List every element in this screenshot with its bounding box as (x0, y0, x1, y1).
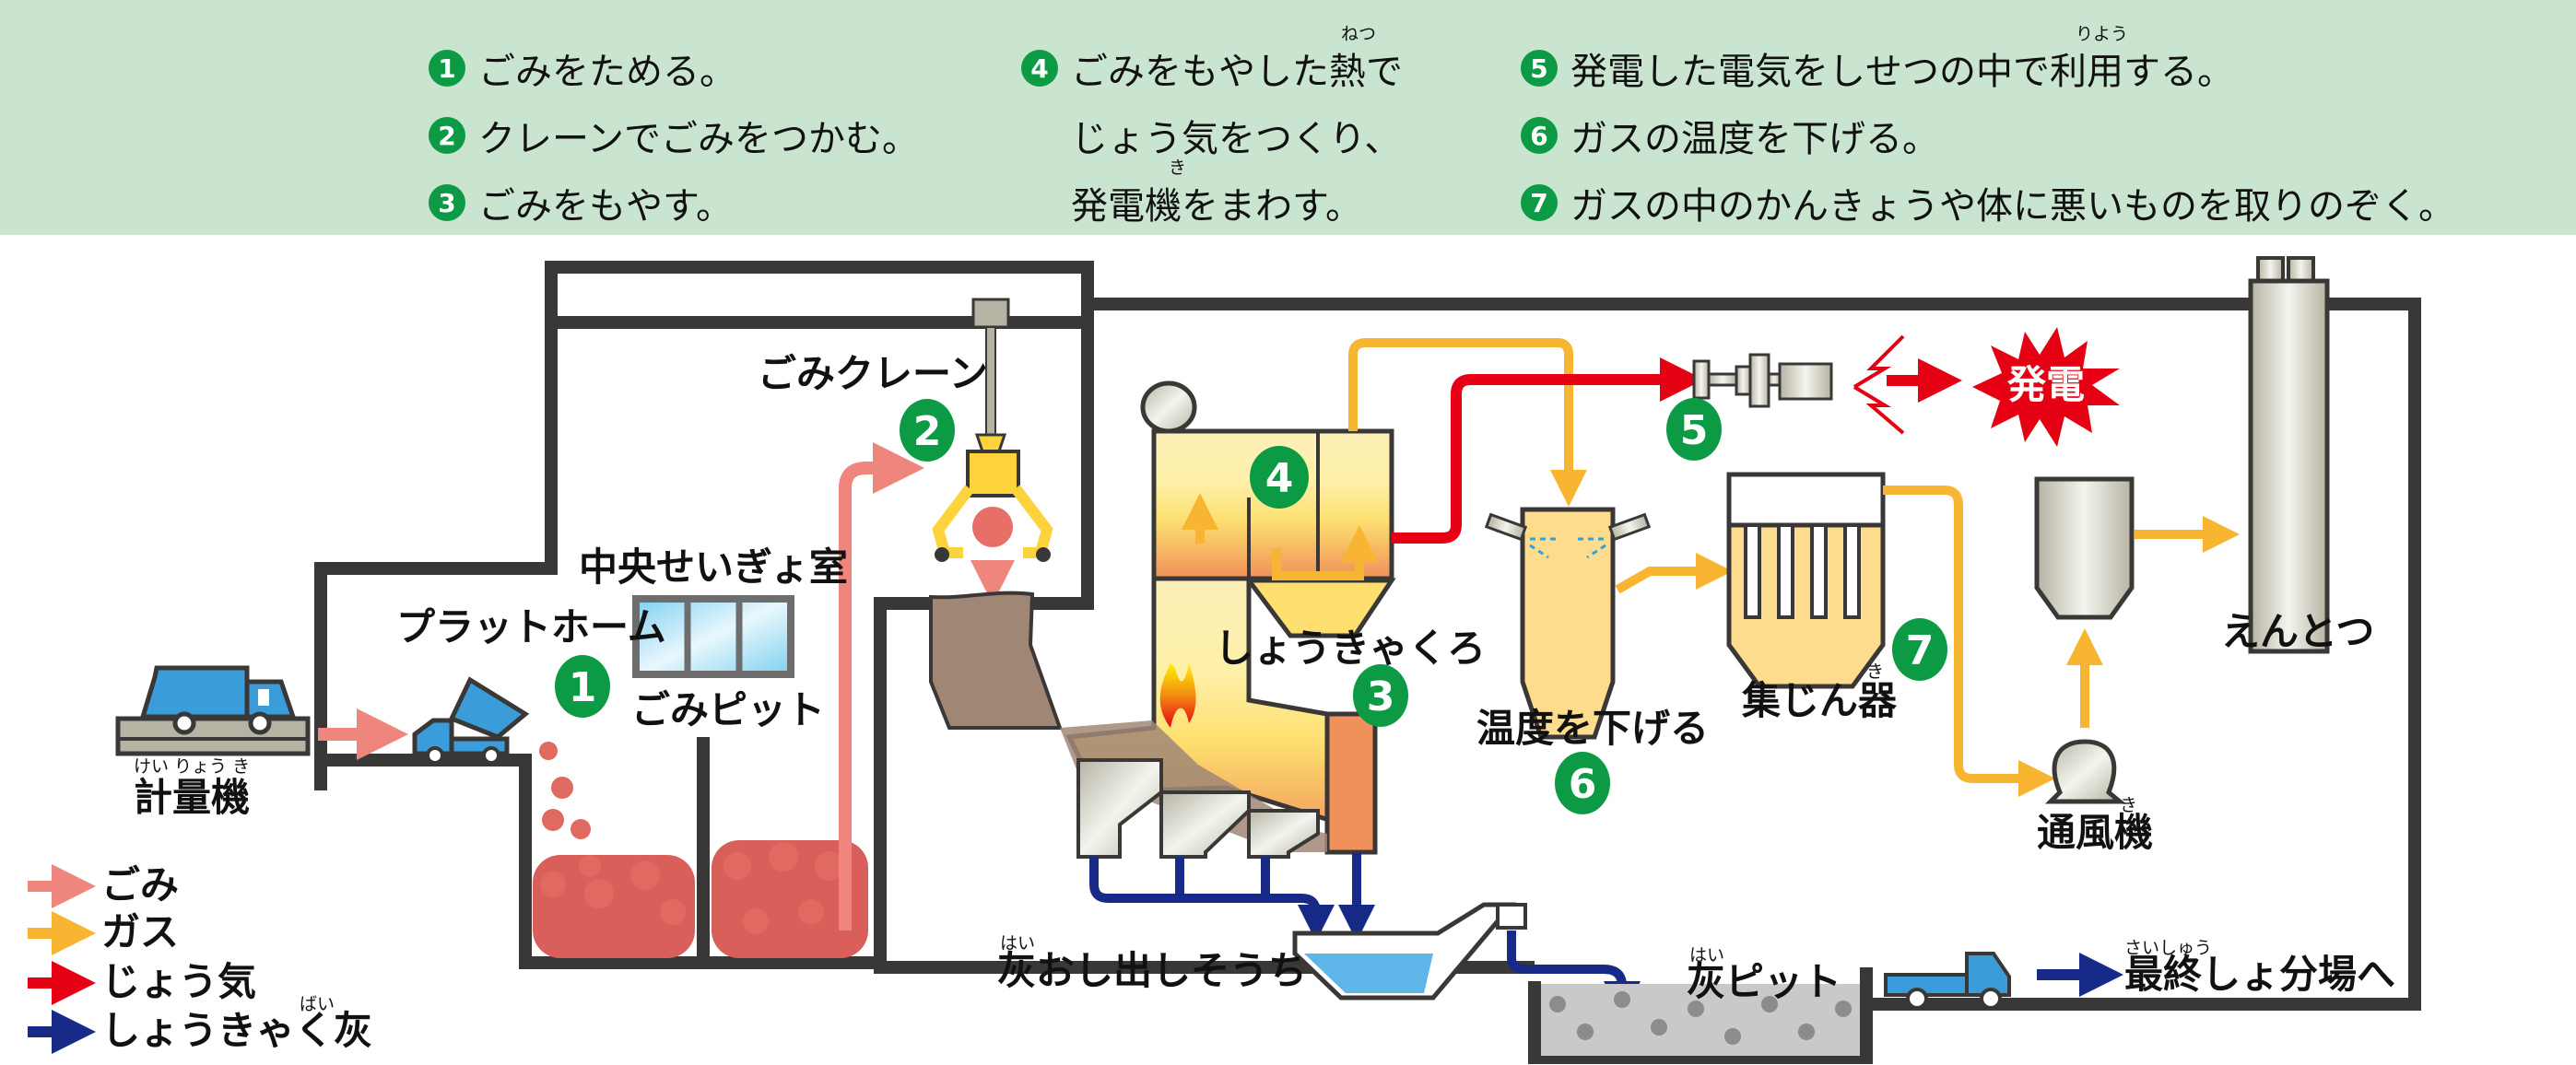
fan-ruby: き (2120, 795, 2137, 815)
legend-item-waste: ごみ (28, 862, 179, 908)
gas-line-to-dust-collector (1615, 553, 1733, 594)
step-number-badge: 1 (429, 50, 465, 87)
steps-header: 1 ごみをためる。 2 クレーンでごみをつかむ。 3 ごみをもやす。 ねつ 4 ごみをも… (0, 0, 2576, 235)
label-waste-pit: ごみピット (631, 687, 825, 732)
step-text: クレーンでごみをつかむ。 (478, 118, 919, 160)
label-fan: 通風機 (2037, 810, 2153, 855)
ash-flow (1089, 852, 1641, 1018)
svg-text:2: 2 (913, 408, 942, 455)
svg-text:しょうきゃく灰: しょうきゃく灰 (101, 1008, 372, 1053)
step-6: 6 ガスの温度を下げる。 (1521, 109, 1939, 162)
label-weighing-scale: 計量機 (134, 775, 250, 820)
weighing-ruby: けい りょう き (134, 756, 250, 777)
step-5: 5 発電した電気をしせつの中で利用する。 (1521, 41, 2234, 95)
building-outline (314, 261, 2421, 1064)
label-dust-collector: 集じん器 (1741, 678, 1898, 723)
step-marker-7: 7 (1892, 618, 1947, 681)
step-marker-2: 2 (900, 399, 955, 462)
label-power: 発電 (2007, 362, 2085, 407)
step-4-line-2: じょう気をつくり、 (1071, 109, 1401, 162)
step-1: 1 ごみをためる。 (429, 41, 736, 95)
chimney (2248, 256, 2330, 654)
svg-text:5: 5 (1680, 407, 1709, 454)
label-ash-pit: 灰ピット (1687, 959, 1841, 1004)
step-2: 2 クレーンでごみをつかむ。 (429, 109, 919, 162)
label-crane: ごみクレーン (758, 351, 988, 396)
ash-extruder (1292, 902, 1527, 1001)
svg-text:1: 1 (569, 664, 597, 711)
step-text: ごみをためる。 (478, 51, 736, 93)
step-marker-4: 4 (1250, 446, 1309, 509)
label-platform: プラットホーム (396, 604, 666, 650)
step-marker-5: 5 (1666, 398, 1722, 461)
power-burst-icon (1972, 327, 2120, 447)
step-marker-1: 1 (555, 655, 610, 718)
weighing-scale (115, 716, 311, 756)
ash-truck-icon (1884, 952, 2011, 1010)
step-text: ガスの中のかんきょうや体に悪いものを取りのぞく。 (1570, 185, 2455, 228)
svg-text:3: 3 (1367, 673, 1395, 720)
feed-hopper (929, 591, 1063, 730)
step-text: 発電した電気をしせつの中で利用する。 (1570, 51, 2234, 93)
ruby-ki: き (1169, 158, 1187, 178)
svg-text:ガス: ガス (101, 909, 179, 954)
step-text: ごみをもやす。 (478, 185, 733, 228)
dust-collector-ruby: き (1866, 661, 1884, 682)
legend-item-gas: ガス (28, 909, 179, 955)
svg-text:じょう気: じょう気 (101, 959, 256, 1004)
garbage-truck-icon (139, 665, 297, 735)
control-room-window (632, 595, 794, 678)
step-marker-3: 3 (1353, 664, 1408, 727)
svg-text:ばい: ばい (300, 994, 335, 1014)
cooling-tower (1484, 507, 1652, 740)
label-incinerator: しょうきゃくろ (1215, 626, 1486, 671)
step-text: ごみをもやした熱で (1071, 51, 1403, 93)
ruby-netsu: ねつ (1341, 24, 1377, 44)
label-landfill: 最終しょ分場へ (2124, 952, 2395, 997)
step-4-line-3: 発電機をまわす。 (1071, 176, 1362, 229)
svg-text:ごみ: ごみ (101, 862, 179, 907)
ash-pit-ruby: はい (1689, 945, 1724, 966)
reaction-tank (2034, 476, 2135, 620)
fan-icon (2044, 739, 2126, 804)
step-number-badge: 2 (429, 117, 465, 154)
ash-extruder-ruby: はい (1000, 933, 1035, 954)
step-text: ガスの温度を下げる。 (1570, 118, 1939, 160)
gas-line-to-cooling (1348, 338, 1587, 507)
label-ash-extruder: 灰おし出しそうち (997, 948, 1307, 993)
step-number-badge: 7 (1521, 184, 1558, 221)
gas-line-to-fan (1883, 486, 2055, 797)
ash-pit (1541, 984, 1860, 1056)
svg-text:4: 4 (1265, 455, 1294, 502)
step-number-badge: 6 (1521, 117, 1558, 154)
step-4: 4 ごみをもやした熱で (1021, 41, 1403, 95)
label-control-room: 中央せいぎょ室 (579, 544, 848, 590)
step-number-badge: 5 (1521, 50, 1558, 87)
step-text: じょう気をつくり、 (1071, 118, 1402, 160)
turbine-generator-icon (1692, 334, 1905, 435)
step-text: 発電機をまわす。 (1071, 185, 1362, 228)
steam-line (1392, 357, 1704, 544)
step-number-badge: 3 (429, 184, 465, 221)
legend-item-steam: じょう気 (28, 959, 256, 1005)
svg-text:7: 7 (1906, 627, 1935, 674)
ruby-riyou: りよう (2076, 24, 2129, 44)
step-3: 3 ごみをもやす。 (429, 176, 733, 229)
waste-to-crane-arrow (839, 442, 924, 930)
label-chimney: えんとつ (2221, 609, 2374, 654)
step-marker-6: 6 (1555, 752, 1610, 814)
dust-collector (1726, 472, 1886, 689)
grates (1076, 758, 1320, 859)
waste-pile (533, 742, 868, 958)
dump-truck-icon (412, 676, 530, 765)
svg-text:6: 6 (1569, 761, 1597, 808)
label-cooling: 温度を下げる (1476, 706, 1709, 751)
crane-icon (932, 298, 1053, 562)
landfill-ruby: さいしゅう (2124, 938, 2212, 958)
step-7: 7 ガスの中のかんきょうや体に悪いものを取りのぞく。 (1521, 176, 2455, 229)
step-number-badge: 4 (1021, 50, 1058, 87)
